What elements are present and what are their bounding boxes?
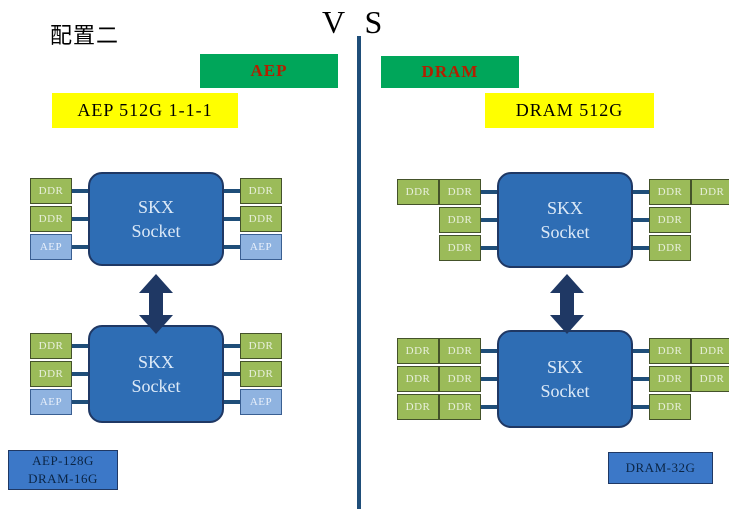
right-legend-line1: DRAM-32G [625,460,696,476]
dimm-connector-wire [224,372,240,376]
socket-label-line1: SKX [546,356,583,377]
page-title: 配置二 [50,24,120,49]
center-divider [357,36,361,509]
ddr-dimm-chip: DDR [691,179,729,205]
dimm-connector-wire [481,246,497,250]
ddr-dimm-chip: DDR [240,361,282,387]
dimm-connector-wire [72,189,88,193]
dimm-connector-wire [481,218,497,222]
left-legend-box: AEP-128G DRAM-16G [8,450,118,490]
dimm-connector-wire [224,189,240,193]
ddr-dimm-chip: DDR [240,178,282,204]
dimm-connector-wire [481,405,497,409]
dimm-connector-wire [72,344,88,348]
dimm-connector-wire [72,400,88,404]
ddr-dimm-chip: DDR [30,361,72,387]
socket-label-line2: Socket [540,381,590,401]
dimm-connector-wire [633,190,649,194]
aep-dimm-chip: AEP [30,389,72,415]
ddr-dimm-chip: DDR [397,394,439,420]
dimm-connector-wire [633,349,649,353]
ddr-dimm-chip: DDR [30,178,72,204]
right-legend-box: DRAM-32G [608,452,713,484]
ddr-dimm-chip: DDR [439,179,481,205]
dimm-connector-wire [224,245,240,249]
skx-socket: SKX Socket [497,330,633,428]
ddr-dimm-chip: DDR [439,207,481,233]
socket-label-line1: SKX [137,351,174,372]
ddr-dimm-chip: DDR [240,206,282,232]
dimm-connector-wire [633,405,649,409]
socket-label-line1: SKX [137,196,174,217]
vs-label: V S [322,4,389,40]
ddr-dimm-chip: DDR [397,338,439,364]
ddr-dimm-chip: DDR [30,206,72,232]
ddr-dimm-chip: DDR [240,333,282,359]
ddr-dimm-chip: DDR [649,235,691,261]
dimm-connector-wire [481,377,497,381]
ddr-dimm-chip: DDR [691,366,729,392]
ddr-dimm-chip: DDR [649,179,691,205]
aep-dimm-chip: AEP [240,234,282,260]
socket-label-line2: Socket [131,221,181,241]
socket-label-line1: SKX [546,197,583,218]
dimm-connector-wire [72,245,88,249]
right-green-tag: DRAM [381,56,519,88]
ddr-dimm-chip: DDR [649,207,691,233]
dimm-connector-wire [633,377,649,381]
ddr-dimm-chip: DDR [397,179,439,205]
skx-socket: SKX Socket [88,172,224,266]
right-socket-link-arrow [550,274,584,334]
dimm-connector-wire [224,344,240,348]
dimm-connector-wire [224,217,240,221]
dimm-connector-wire [72,372,88,376]
ddr-dimm-chip: DDR [649,394,691,420]
socket-label-line2: Socket [131,376,181,396]
aep-dimm-chip: AEP [30,234,72,260]
left-socket-link-arrow [139,274,173,334]
ddr-dimm-chip: DDR [439,394,481,420]
ddr-dimm-chip: DDR [439,235,481,261]
aep-dimm-chip: AEP [240,389,282,415]
ddr-dimm-chip: DDR [439,366,481,392]
left-yellow-tag: AEP 512G 1-1-1 [52,93,238,128]
dimm-connector-wire [633,218,649,222]
skx-socket: SKX Socket [88,325,224,423]
ddr-dimm-chip: DDR [649,366,691,392]
left-green-tag: AEP [200,54,338,88]
ddr-dimm-chip: DDR [30,333,72,359]
left-legend-line1: AEP-128G [32,453,94,469]
socket-label-line2: Socket [540,222,590,242]
skx-socket: SKX Socket [497,172,633,268]
dimm-connector-wire [481,190,497,194]
dimm-connector-wire [633,246,649,250]
ddr-dimm-chip: DDR [649,338,691,364]
right-yellow-tag: DRAM 512G [485,93,654,128]
dimm-connector-wire [481,349,497,353]
dimm-connector-wire [224,400,240,404]
ddr-dimm-chip: DDR [439,338,481,364]
ddr-dimm-chip: DDR [397,366,439,392]
left-legend-line2: DRAM-16G [28,471,98,486]
ddr-dimm-chip: DDR [691,338,729,364]
dimm-connector-wire [72,217,88,221]
